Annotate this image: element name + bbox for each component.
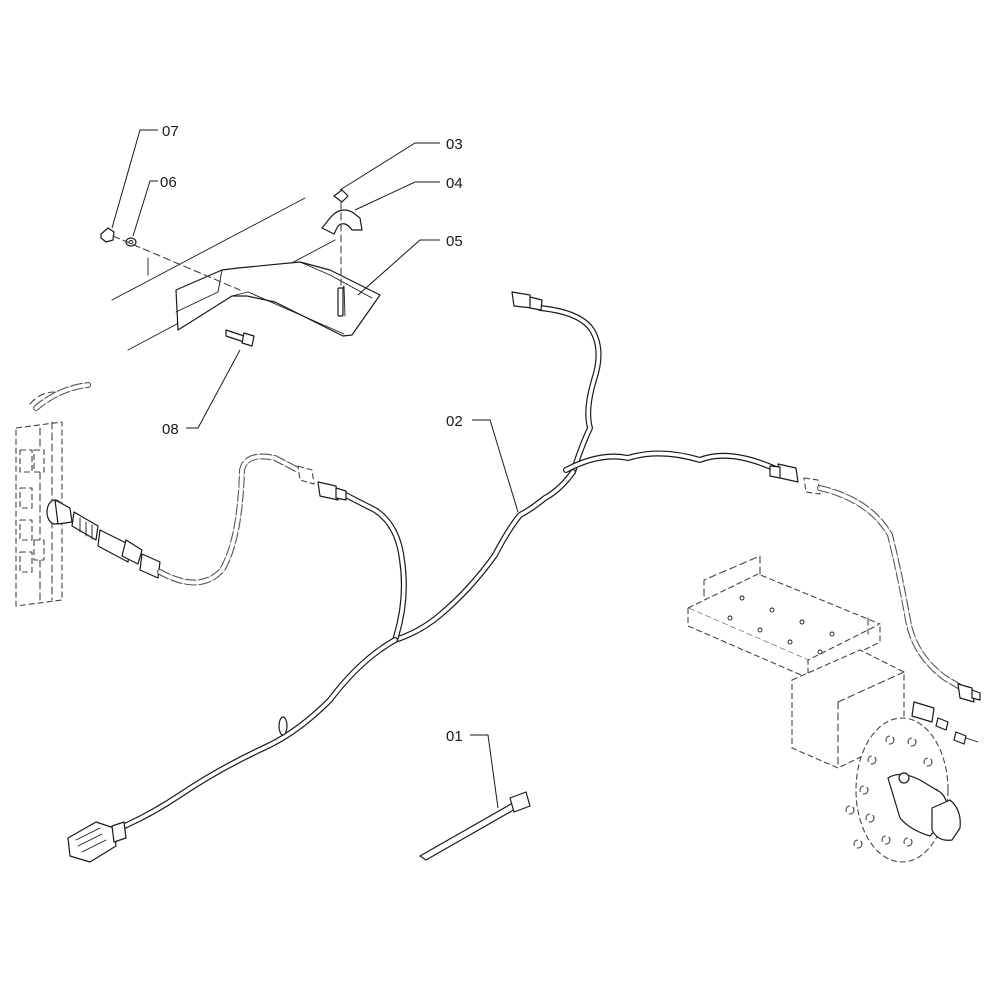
callout-03: 03 bbox=[446, 136, 463, 153]
callout-05: 05 bbox=[446, 233, 463, 250]
axle-hub-assembly bbox=[687, 555, 961, 863]
clip-04 bbox=[321, 209, 363, 235]
screw-08 bbox=[225, 329, 255, 347]
callout-04: 04 bbox=[446, 175, 463, 192]
connector-main-plug bbox=[67, 821, 127, 863]
bolt-03 bbox=[333, 189, 349, 286]
sensor bbox=[911, 683, 981, 723]
cable-tie-01 bbox=[419, 791, 531, 861]
callout-07: 07 bbox=[162, 123, 179, 140]
bracket-05 bbox=[175, 261, 381, 337]
connector-mid-left bbox=[317, 481, 347, 501]
connector-right bbox=[769, 463, 799, 483]
callout-01: 01 bbox=[446, 728, 463, 745]
callout-06: 06 bbox=[160, 174, 177, 191]
sensor-bolts bbox=[935, 717, 979, 745]
nut-07 bbox=[100, 227, 115, 243]
harness-02 bbox=[117, 305, 781, 831]
leader-lines bbox=[111, 129, 519, 809]
socket-panel bbox=[15, 391, 63, 607]
connector-top bbox=[511, 291, 543, 311]
dashed-plug-left bbox=[297, 465, 315, 485]
callout-08: 08 bbox=[162, 421, 179, 438]
callout-02: 02 bbox=[446, 413, 463, 430]
washer-06 bbox=[125, 237, 137, 247]
socket-gland bbox=[46, 499, 161, 579]
dashed-plug-right bbox=[803, 477, 821, 495]
